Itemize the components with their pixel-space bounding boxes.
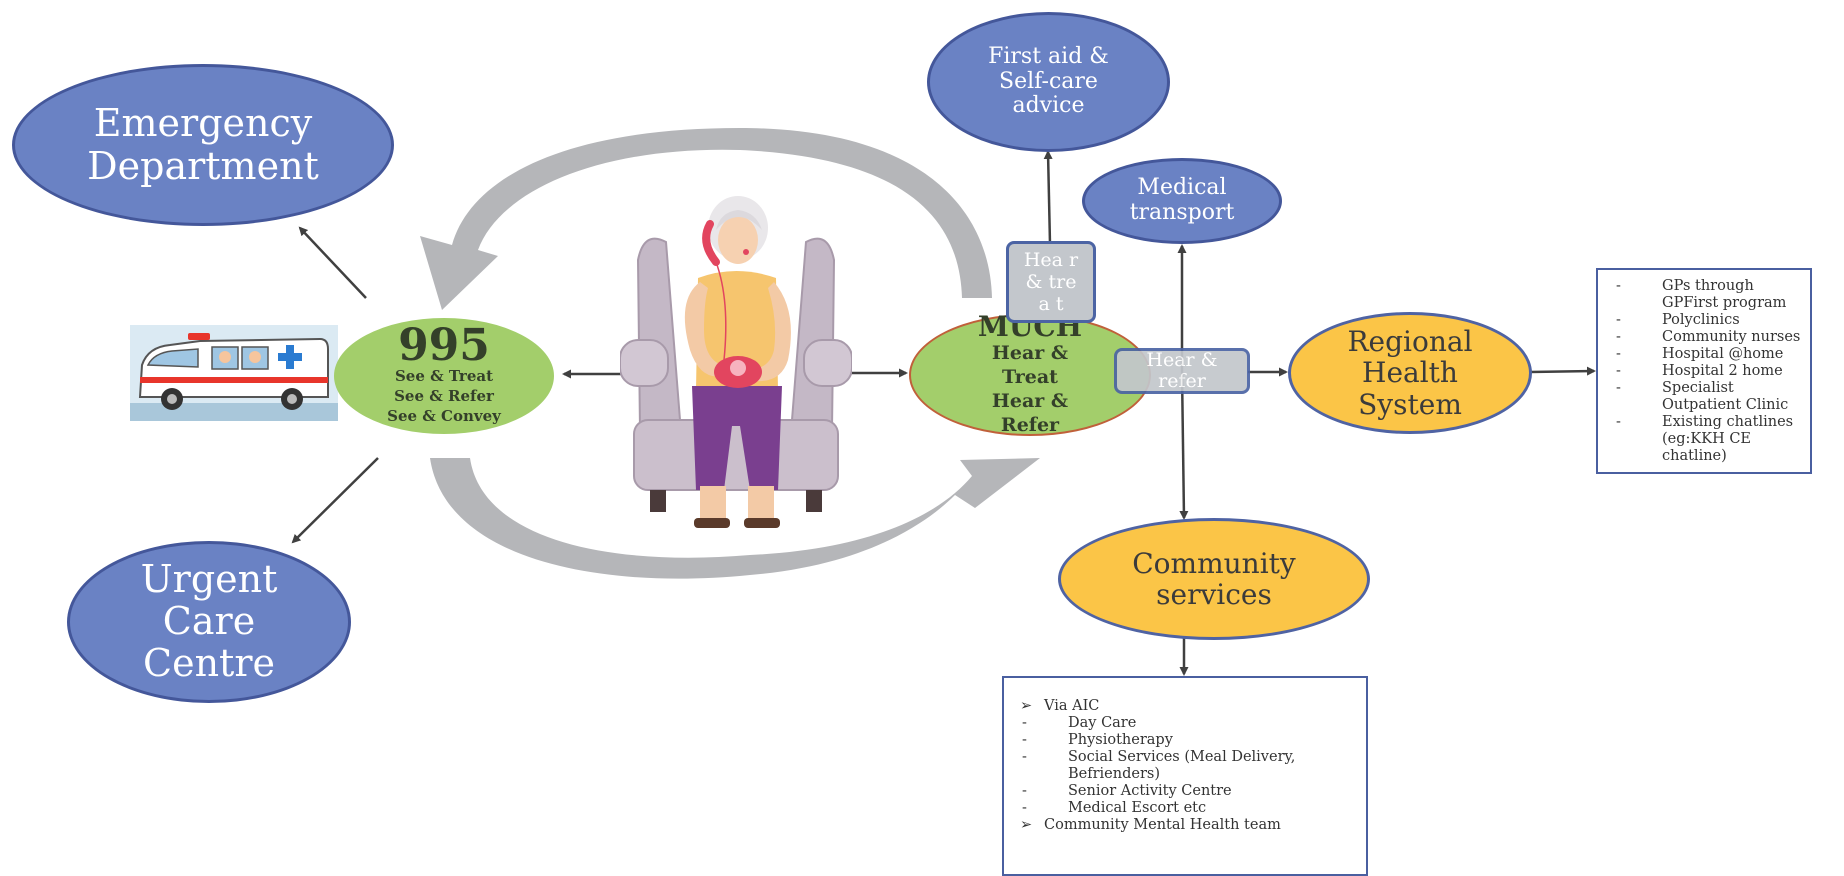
arrow-to-first-aid — [1043, 150, 1053, 245]
community-item-text: Social Services (Meal Delivery, Befriend… — [1068, 749, 1296, 782]
community-list-header: ➢ Via AIC — [1004, 698, 1366, 715]
dash-marker: - — [1022, 783, 1027, 799]
hear-treat-tag-label: Hea r & trea t — [1023, 249, 1079, 315]
regional-list-item: - Hospital 2 home — [1598, 363, 1810, 380]
community-services-node: Community services — [1058, 518, 1370, 640]
995-line-1: See & Treat — [394, 367, 494, 385]
regional-health-system-node: Regional Health System — [1288, 312, 1532, 434]
community-item-text: Day Care — [1068, 715, 1137, 731]
first-aid-label: First aid & Self-care advice — [988, 44, 1109, 119]
dash-marker: - — [1022, 715, 1027, 731]
regional-item-text: Hospital @home — [1662, 346, 1784, 362]
arrow-bullet-icon: ➢ — [1020, 817, 1033, 833]
community-list-item: - Senior Activity Centre — [1004, 783, 1366, 800]
regional-list-item: - Specialist Outpatient Clinic — [1598, 380, 1810, 414]
community-services-list: ➢ Via AIC - Day Care - Physiotherapy - Socia… — [1002, 676, 1368, 876]
community-item-text: Physiotherapy — [1068, 732, 1173, 748]
community-header-text: Via AIC — [1044, 698, 1100, 714]
much-line-3: Hear & — [991, 390, 1069, 412]
dash-marker: - — [1616, 346, 1621, 362]
dash-marker: - — [1616, 312, 1621, 328]
dash-marker: - — [1616, 380, 1621, 396]
arrow-to-community — [1179, 371, 1189, 520]
much-node: MUCH Hear & Treat Hear & Refer — [909, 313, 1151, 436]
community-item-text: Medical Escort etc — [1068, 800, 1207, 816]
emergency-department-label: Emergency Department — [87, 101, 319, 188]
arrow-to-regional-list — [1529, 366, 1596, 376]
hear-treat-tag: Hea r & trea t — [1006, 241, 1096, 323]
regional-health-system-label: Regional Health System — [1347, 324, 1473, 421]
community-services-label: Community services — [1132, 546, 1296, 611]
dash-marker: - — [1616, 414, 1621, 430]
regional-item-text: GPs through GPFirst program — [1662, 278, 1787, 311]
regional-item-text: Hospital 2 home — [1662, 363, 1783, 379]
regional-item-text: Polyclinics — [1662, 312, 1740, 328]
community-footer-text: Community Mental Health team — [1044, 817, 1281, 833]
regional-item-text: Existing chatlines (eg:KKH CE chatline) — [1662, 414, 1794, 464]
regional-list-item: - GPs through GPFirst program — [1598, 278, 1810, 312]
ambulance-icon — [130, 325, 338, 421]
995-number: 995 — [398, 320, 490, 371]
dash-marker: - — [1022, 732, 1027, 748]
arrow-to-emergency — [298, 226, 367, 299]
hear-refer-tag-label: Hear & refer — [1146, 349, 1218, 392]
995-line-3: See & Convey — [387, 407, 501, 425]
much-line-2: Treat — [1002, 366, 1058, 388]
urgent-care-centre-node: Urgent Care Centre — [67, 541, 351, 703]
emergency-department-node: Emergency Department — [12, 64, 394, 226]
regional-item-text: Specialist Outpatient Clinic — [1662, 380, 1789, 413]
995-line-2: See & Refer — [394, 387, 494, 405]
community-list-item: - Medical Escort etc — [1004, 800, 1366, 817]
regional-item-text: Community nurses — [1662, 329, 1801, 345]
regional-list-item: - Hospital @home — [1598, 346, 1810, 363]
cycle-arrow-top — [420, 128, 992, 310]
dash-marker: - — [1616, 363, 1621, 379]
cycle-arrow-bottom — [430, 458, 1040, 579]
dash-marker: - — [1616, 329, 1621, 345]
dash-marker: - — [1022, 800, 1027, 816]
first-aid-node: First aid & Self-care advice — [927, 12, 1170, 152]
community-list-item: - Physiotherapy — [1004, 732, 1366, 749]
regional-services-list: - GPs through GPFirst program - Polyclinic… — [1596, 268, 1812, 474]
much-line-4: Refer — [1000, 414, 1060, 436]
medical-transport-label: Medical transport — [1129, 175, 1235, 225]
hear-refer-tag: Hear & refer — [1114, 348, 1250, 394]
much-line-1: Hear & — [991, 342, 1069, 364]
995-node: 995 See & Treat See & Refer See & Convey — [334, 318, 554, 434]
dash-marker: - — [1616, 278, 1621, 294]
elderly-caller-icon — [620, 196, 852, 528]
regional-list-item: - Existing chatlines (eg:KKH CE chatline) — [1598, 414, 1810, 465]
urgent-care-centre-label: Urgent Care Centre — [140, 557, 278, 685]
arrow-bullet-icon: ➢ — [1020, 698, 1033, 714]
community-list-item: - Day Care — [1004, 715, 1366, 732]
arrow-to-urgent-care — [291, 457, 379, 544]
community-list-footer: ➢ Community Mental Health team — [1004, 817, 1366, 834]
community-list-item: - Social Services (Meal Delivery, Befrien… — [1004, 749, 1366, 783]
community-item-text: Senior Activity Centre — [1068, 783, 1232, 799]
medical-transport-node: Medical transport — [1082, 158, 1282, 244]
dash-marker: - — [1022, 749, 1027, 765]
regional-list-item: - Community nurses — [1598, 329, 1810, 346]
regional-list-item: - Polyclinics — [1598, 312, 1810, 329]
